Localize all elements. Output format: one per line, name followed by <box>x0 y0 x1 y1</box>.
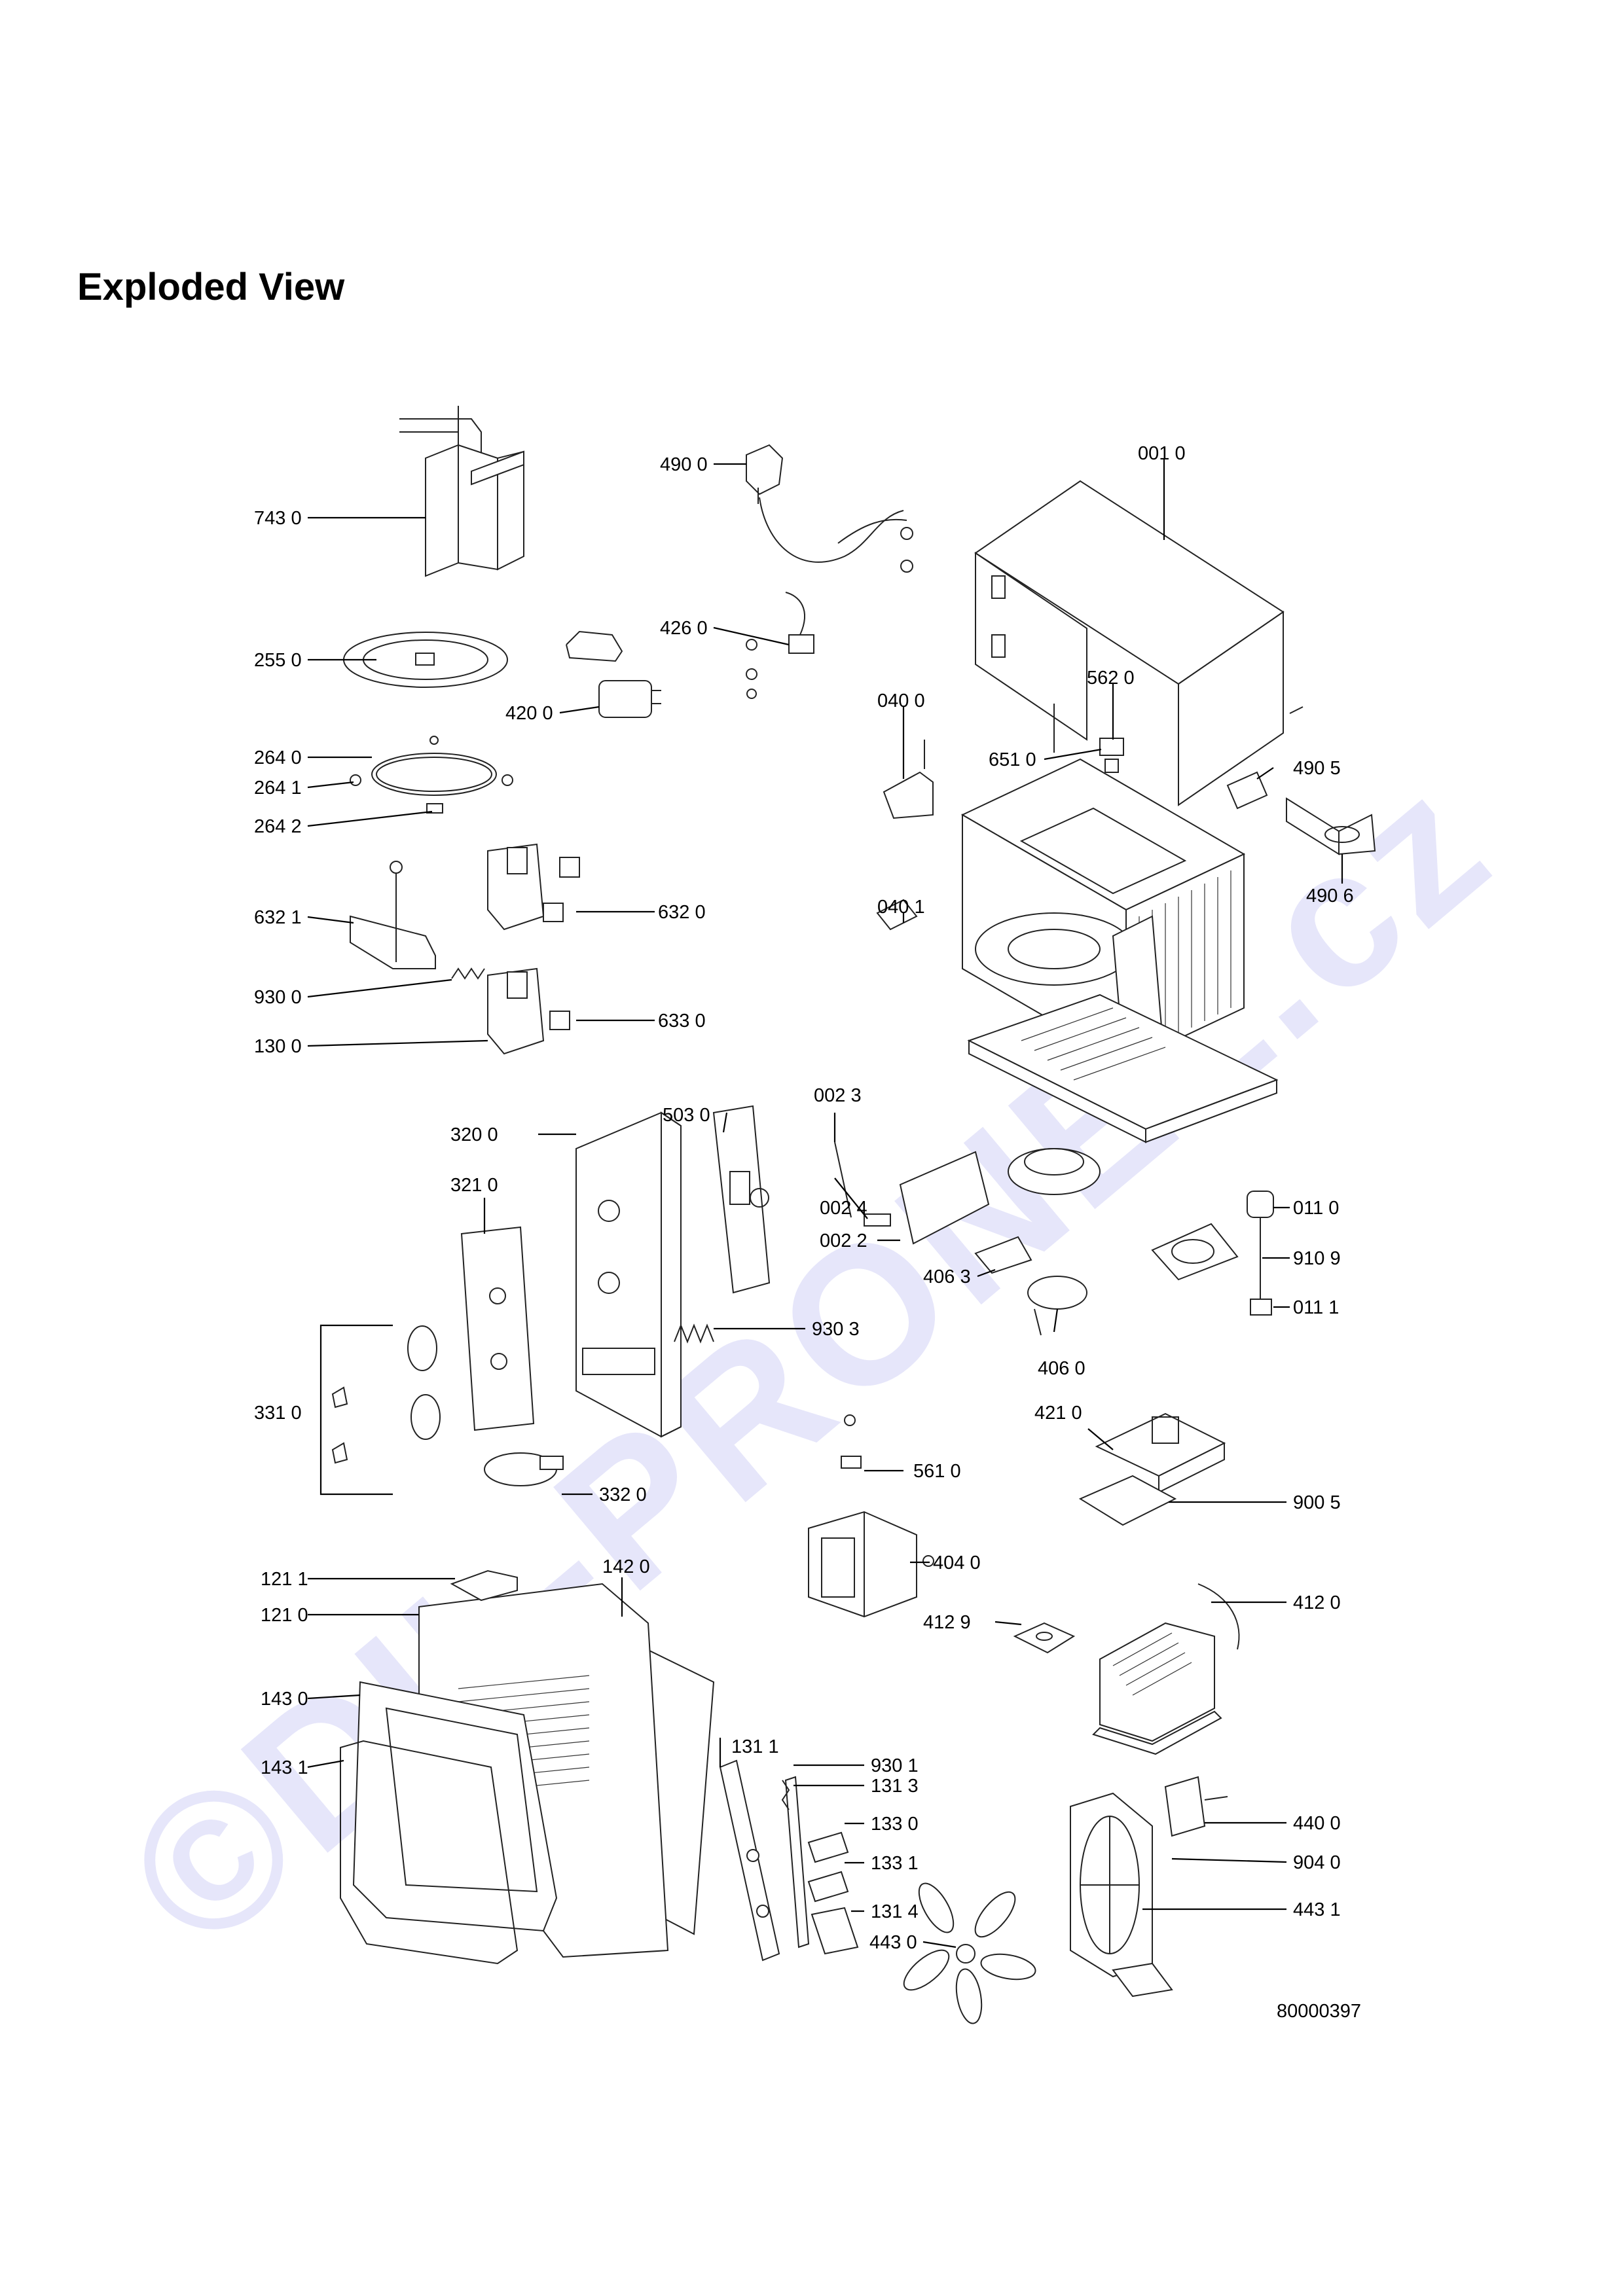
part-331-0-drawing <box>321 1325 441 1464</box>
part-404-0-drawing <box>808 1414 934 1618</box>
label-490-0: 490 0 <box>660 454 708 475</box>
label-420-0: 420 0 <box>505 703 553 724</box>
label-562-0: 562 0 <box>1087 668 1135 689</box>
label-264-2: 264 2 <box>254 816 302 837</box>
label-002-4: 002 4 <box>820 1198 867 1219</box>
label-404-0: 404 0 <box>933 1552 981 1573</box>
part-743-0-drawing <box>399 406 524 577</box>
label-121-1: 121 1 <box>261 1569 308 1590</box>
label-651-0: 651 0 <box>989 749 1036 770</box>
part-fan-drawing <box>903 1776 1228 2024</box>
label-131-1: 131 1 <box>731 1736 779 1757</box>
label-910-9: 910 9 <box>1293 1248 1341 1269</box>
label-503-0: 503 0 <box>663 1105 710 1126</box>
label-633-0: 633 0 <box>658 1011 706 1031</box>
label-040-1: 040 1 <box>877 897 925 918</box>
part-002-drawing <box>834 1141 990 1245</box>
part-latch-drawing <box>719 1759 859 1962</box>
label-632-1: 632 1 <box>254 907 302 928</box>
label-040-0: 040 0 <box>877 691 925 711</box>
part-930-3-drawing <box>674 1323 714 1344</box>
label-131-4: 131 4 <box>871 1901 919 1922</box>
label-561-0: 561 0 <box>913 1461 961 1482</box>
drawing-number: 80000397 <box>1277 2001 1361 2022</box>
label-930-3: 930 3 <box>812 1319 860 1340</box>
part-420-0-drawing <box>566 630 661 718</box>
part-door-drawing <box>340 1570 715 1965</box>
part-490-0-drawing <box>746 444 913 573</box>
label-904-0: 904 0 <box>1293 1852 1341 1873</box>
label-142-0: 142 0 <box>602 1556 650 1577</box>
label-743-0: 743 0 <box>254 508 302 529</box>
label-131-3: 131 3 <box>871 1776 919 1797</box>
label-490-6: 490 6 <box>1306 886 1354 906</box>
label-406-3: 406 3 <box>923 1266 971 1287</box>
label-490-5: 490 5 <box>1293 758 1341 779</box>
label-001-0: 001 0 <box>1138 443 1186 464</box>
label-443-0: 443 0 <box>869 1932 917 1953</box>
label-331-0: 331 0 <box>254 1403 302 1424</box>
label-255-0: 255 0 <box>254 650 302 671</box>
part-406-drawing <box>974 1148 1101 1336</box>
label-130-0: 130 0 <box>254 1036 302 1057</box>
part-door-switches-drawing <box>487 843 580 1055</box>
label-426-0: 426 0 <box>660 618 708 639</box>
part-421-0-drawing <box>1078 1412 1226 1526</box>
part-562-0-drawing <box>1053 704 1124 773</box>
label-011-0: 011 0 <box>1293 1198 1339 1219</box>
label-900-5: 900 5 <box>1293 1492 1341 1513</box>
label-930-0: 930 0 <box>254 987 302 1008</box>
label-412-9: 412 9 <box>923 1612 971 1633</box>
label-412-0: 412 0 <box>1293 1592 1341 1613</box>
label-264-1: 264 1 <box>254 778 302 798</box>
label-133-0: 133 0 <box>871 1814 919 1835</box>
part-412-drawing <box>1013 1583 1240 1755</box>
part-040-drawing <box>876 740 934 931</box>
part-321-0-drawing <box>460 1226 535 1431</box>
part-011-drawing <box>1151 1191 1274 1316</box>
label-002-2: 002 2 <box>820 1230 867 1251</box>
leader-lines <box>307 458 1343 1948</box>
page-title: Exploded View <box>77 266 345 308</box>
label-011-1: 011 1 <box>1293 1297 1339 1318</box>
label-421-0: 421 0 <box>1034 1403 1082 1424</box>
part-264-drawing <box>350 736 513 814</box>
part-503-0-drawing <box>712 1105 771 1294</box>
part-chassis-drawing <box>960 758 1376 1143</box>
label-332-0: 332 0 <box>599 1484 647 1505</box>
part-332-0-drawing <box>484 1452 564 1486</box>
part-320-0-drawing <box>575 1111 682 1438</box>
label-930-1: 930 1 <box>871 1755 919 1776</box>
label-406-0: 406 0 <box>1038 1358 1085 1379</box>
label-133-1: 133 1 <box>871 1853 919 1874</box>
part-001-0-drawing <box>974 480 1304 806</box>
label-320-0: 320 0 <box>450 1124 498 1145</box>
label-264-0: 264 0 <box>254 747 302 768</box>
label-443-1: 443 1 <box>1293 1899 1341 1920</box>
label-002-3: 002 3 <box>814 1085 862 1106</box>
part-426-0-drawing <box>746 592 814 699</box>
label-632-0: 632 0 <box>658 902 706 923</box>
part-632-1-drawing <box>350 861 485 980</box>
label-143-0: 143 0 <box>261 1689 308 1710</box>
label-121-0: 121 0 <box>261 1605 308 1626</box>
label-321-0: 321 0 <box>450 1175 498 1196</box>
label-440-0: 440 0 <box>1293 1813 1341 1834</box>
part-labels: 743 0 255 0 264 0 264 1 264 2 632 1 930 … <box>254 443 1361 2022</box>
label-143-1: 143 1 <box>261 1757 308 1778</box>
